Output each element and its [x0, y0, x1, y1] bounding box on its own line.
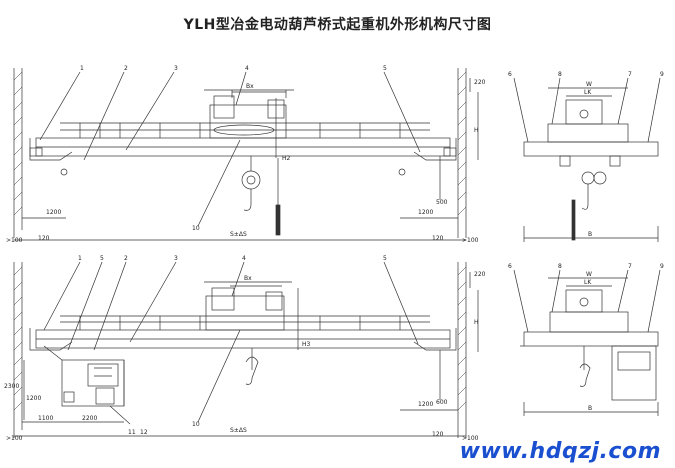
b-dim-w: W	[586, 271, 592, 278]
b-dim-120-right: 120	[432, 431, 444, 438]
callout-1: 1	[80, 65, 84, 72]
callout-5: 5	[383, 65, 387, 72]
drawing-title: YLH型冶金电动葫芦桥式起重机外形机构尺寸图	[183, 17, 492, 33]
end-callout-6: 6	[508, 71, 512, 78]
b-dim-2300: 2300	[4, 383, 19, 390]
dim-500: 500	[436, 199, 448, 206]
b-dim-1200-left: 1200	[26, 395, 41, 402]
dim-gt100-left: >100	[6, 237, 23, 244]
b-callout-10: 10	[192, 421, 200, 428]
b-dim-1100: 1100	[38, 415, 53, 422]
b-callout-5a: 5	[100, 255, 104, 262]
b-dim-2200: 2200	[82, 415, 97, 422]
top-labels: 1 2 3 4 5 10 Bx H H2 500 1200 1200 120 1…	[6, 65, 664, 244]
b-dim-gt100-left: >100	[6, 435, 23, 442]
dim-bx: Bx	[246, 83, 254, 90]
dim-span: S±ΔS	[230, 231, 247, 238]
pendant-control	[275, 204, 281, 236]
b-end-callout-9: 9	[660, 263, 664, 270]
dim-gt100-right: >100	[462, 237, 479, 244]
bottom-labels: 1 5 2 3 4 5 10 11 12 Bx H H3 600 1200 12…	[4, 255, 664, 442]
callout-4: 4	[245, 65, 249, 72]
end-view-girder	[523, 141, 659, 157]
end-callout-8: 8	[558, 71, 562, 78]
b-callout-4: 4	[242, 255, 246, 262]
dim-1200-right: 1200	[418, 209, 433, 216]
top-front-view	[13, 68, 479, 241]
hook-block	[241, 170, 261, 190]
b-dim-220: 220	[474, 271, 486, 278]
end-callout-9: 9	[660, 71, 664, 78]
site-watermark: www.hdqzj.com	[459, 439, 661, 464]
b-dim-h3: H3	[302, 341, 311, 348]
b-callout-1: 1	[78, 255, 82, 262]
b-callout-2: 2	[124, 255, 128, 262]
dim-lk: LK	[584, 89, 592, 96]
dim-b: B	[588, 231, 592, 238]
b-dim-h: H	[474, 319, 479, 326]
dim-220: 220	[474, 79, 486, 86]
callout-3: 3	[174, 65, 178, 72]
b-end-callout-7: 7	[628, 263, 632, 270]
b-end-callout-8: 8	[558, 263, 562, 270]
bottom-front-view	[13, 261, 479, 438]
b-dim-span: S±ΔS	[230, 427, 247, 434]
dim-120-right: 120	[432, 235, 444, 242]
b-dim-bx: Bx	[244, 275, 252, 282]
callout-10: 10	[192, 225, 200, 232]
b-callout-3: 3	[174, 255, 178, 262]
operator-cab	[61, 359, 125, 407]
b-end-callout-6: 6	[508, 263, 512, 270]
b-callout-5b: 5	[383, 255, 387, 262]
dim-h: H	[474, 127, 479, 134]
dim-120-left: 120	[38, 235, 50, 242]
b-dim-b: B	[588, 405, 592, 412]
hook	[243, 189, 252, 211]
trolley-2	[205, 295, 285, 331]
end-view-cab	[611, 345, 657, 401]
b-dim-600: 600	[436, 399, 448, 406]
callout-leader	[39, 71, 81, 141]
b-dim-1200-right: 1200	[418, 401, 433, 408]
b-dim-lk: LK	[584, 279, 592, 286]
bottom-end-view	[513, 269, 661, 416]
b-callout-11: 11	[128, 429, 136, 436]
trolley	[209, 104, 287, 139]
dim-1200-left: 1200	[46, 209, 61, 216]
hook-2	[245, 356, 259, 385]
dim-h2: H2	[282, 155, 291, 162]
callout-2: 2	[124, 65, 128, 72]
b-callout-12: 12	[140, 429, 148, 436]
dim-w: W	[586, 81, 592, 88]
end-callout-7: 7	[628, 71, 632, 78]
b-dim-gt100-right: >100	[462, 435, 479, 442]
top-end-view	[513, 77, 661, 242]
